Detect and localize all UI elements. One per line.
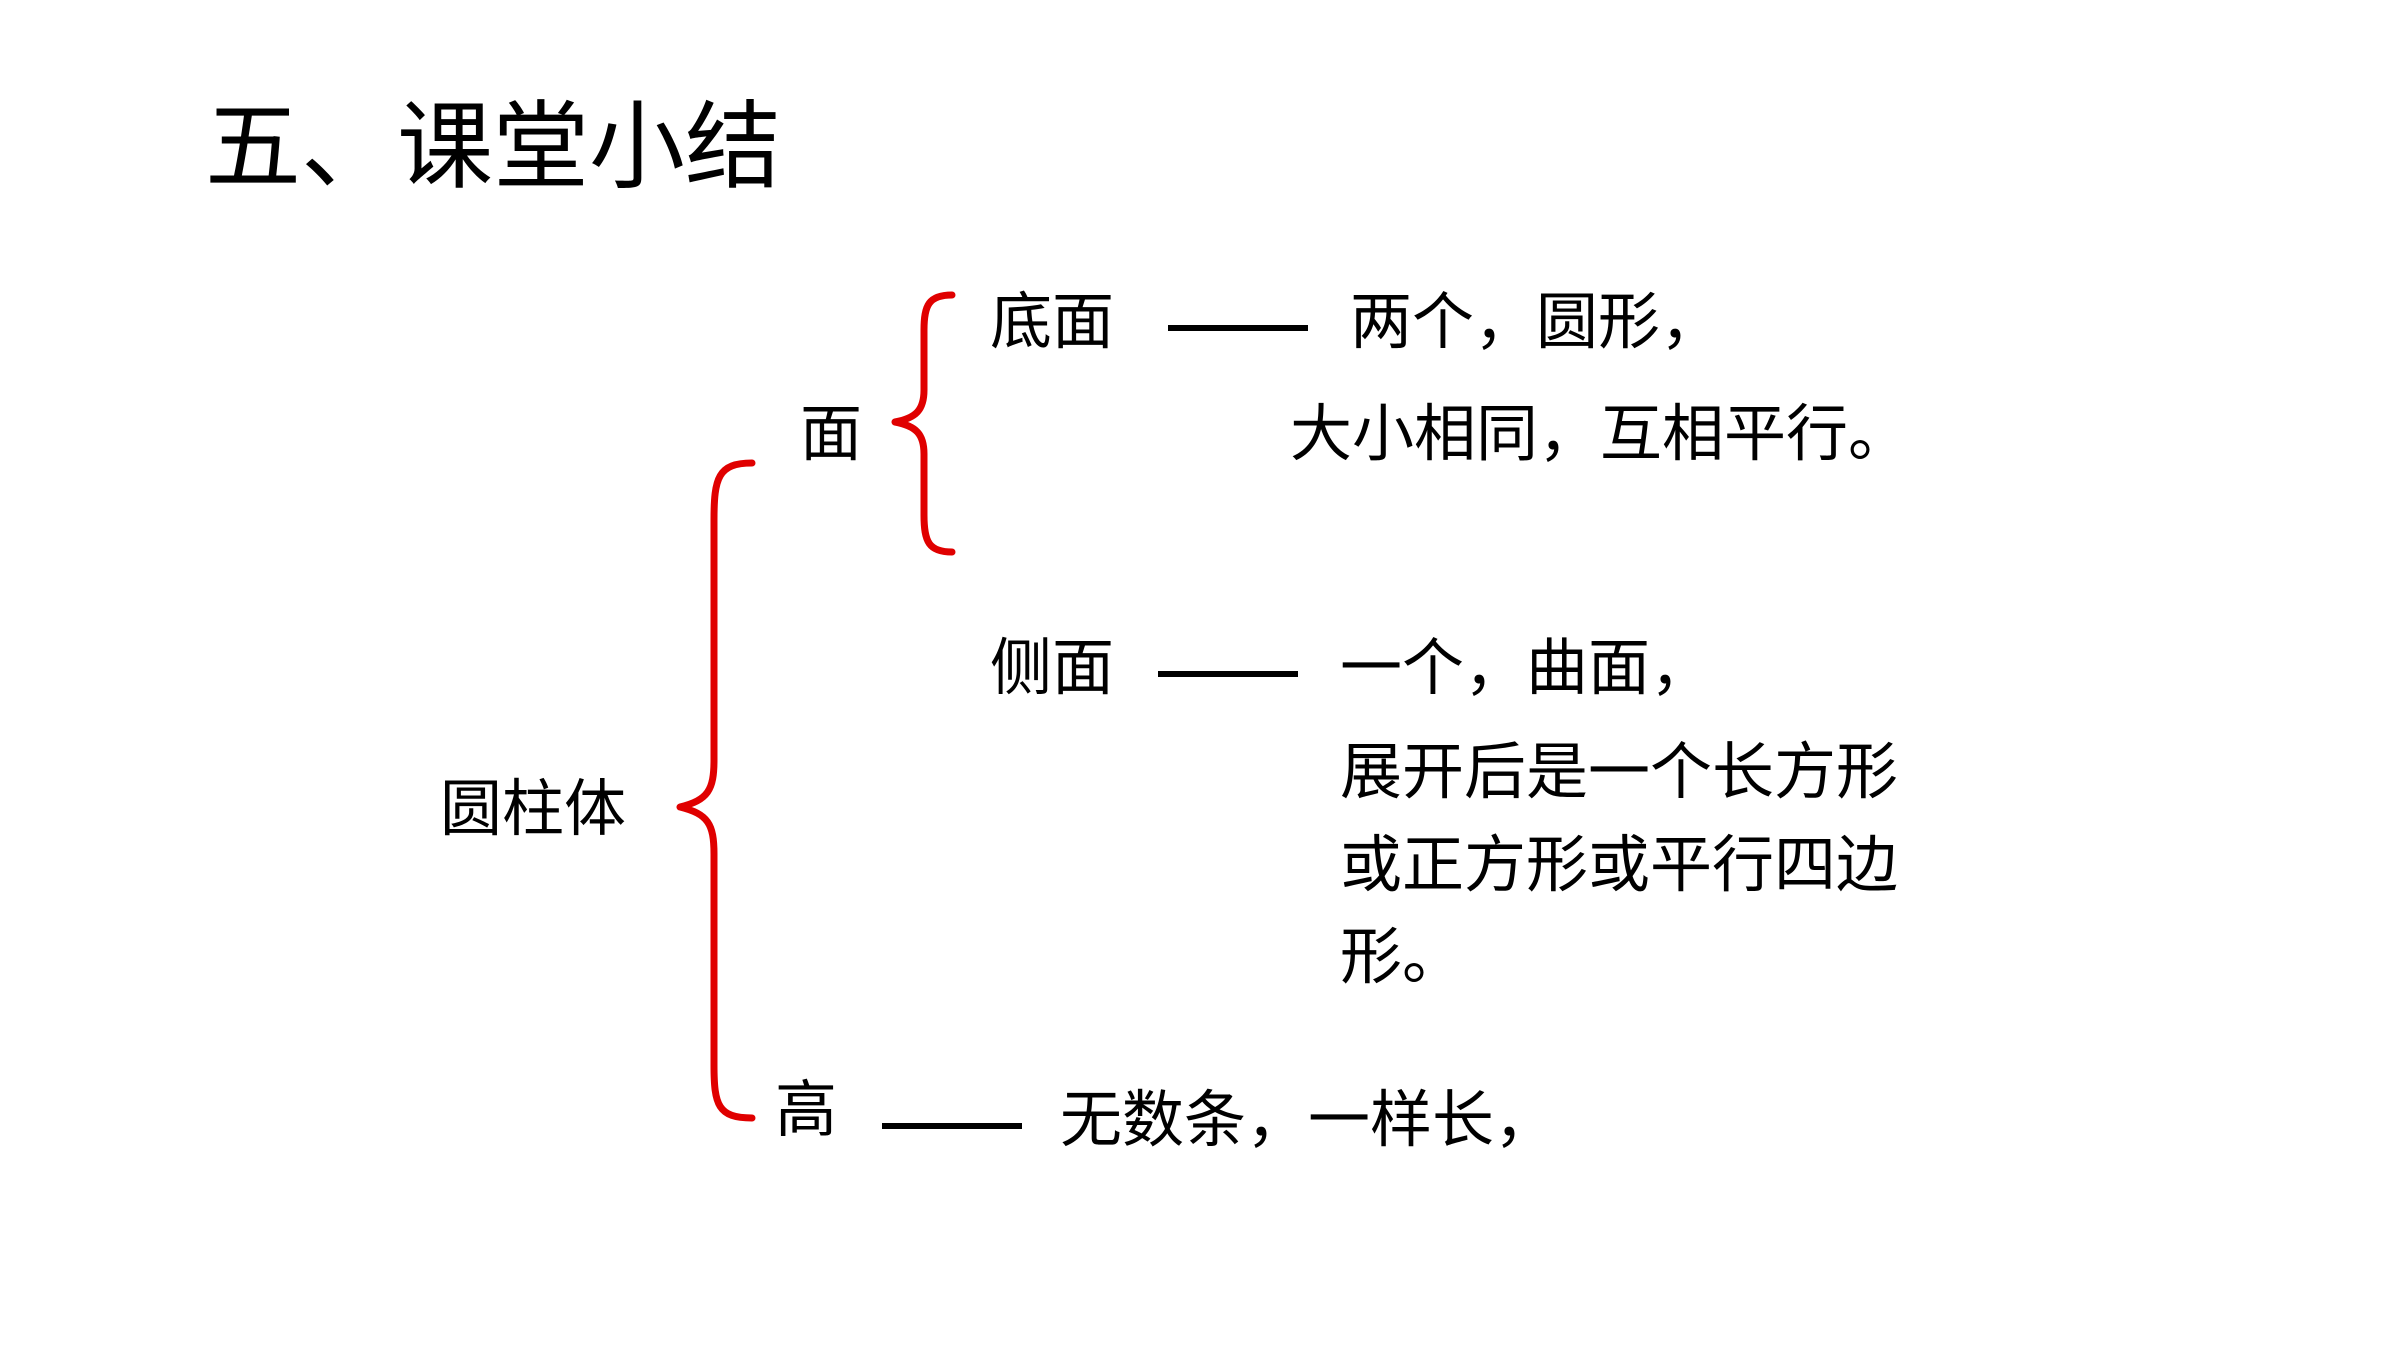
side-face-line-1: 一个，曲面，	[1340, 631, 1713, 704]
side-face-dash	[1158, 671, 1298, 677]
root-label: 圆柱体	[440, 772, 627, 845]
height-line-1: 无数条，一样长，	[1060, 1083, 1557, 1156]
side-face-line-4: 形。	[1340, 920, 1465, 993]
side-face-line-2: 展开后是一个长方形	[1340, 735, 1899, 808]
side-face-label: 侧面	[990, 631, 1115, 704]
base-face-line-2: 大小相同，互相平行。	[1290, 397, 1911, 470]
base-face-dash	[1168, 325, 1308, 331]
height-label: 高	[775, 1073, 838, 1146]
face-label: 面	[800, 397, 863, 470]
face-brace	[891, 291, 956, 556]
base-face-label: 底面	[990, 285, 1115, 358]
root-brace	[676, 459, 756, 1122]
base-face-line-1: 两个，圆形，	[1350, 285, 1723, 358]
height-dash	[882, 1123, 1022, 1129]
side-face-line-3: 或正方形或平行四边	[1340, 828, 1899, 901]
page-title: 五、课堂小结	[205, 91, 781, 203]
